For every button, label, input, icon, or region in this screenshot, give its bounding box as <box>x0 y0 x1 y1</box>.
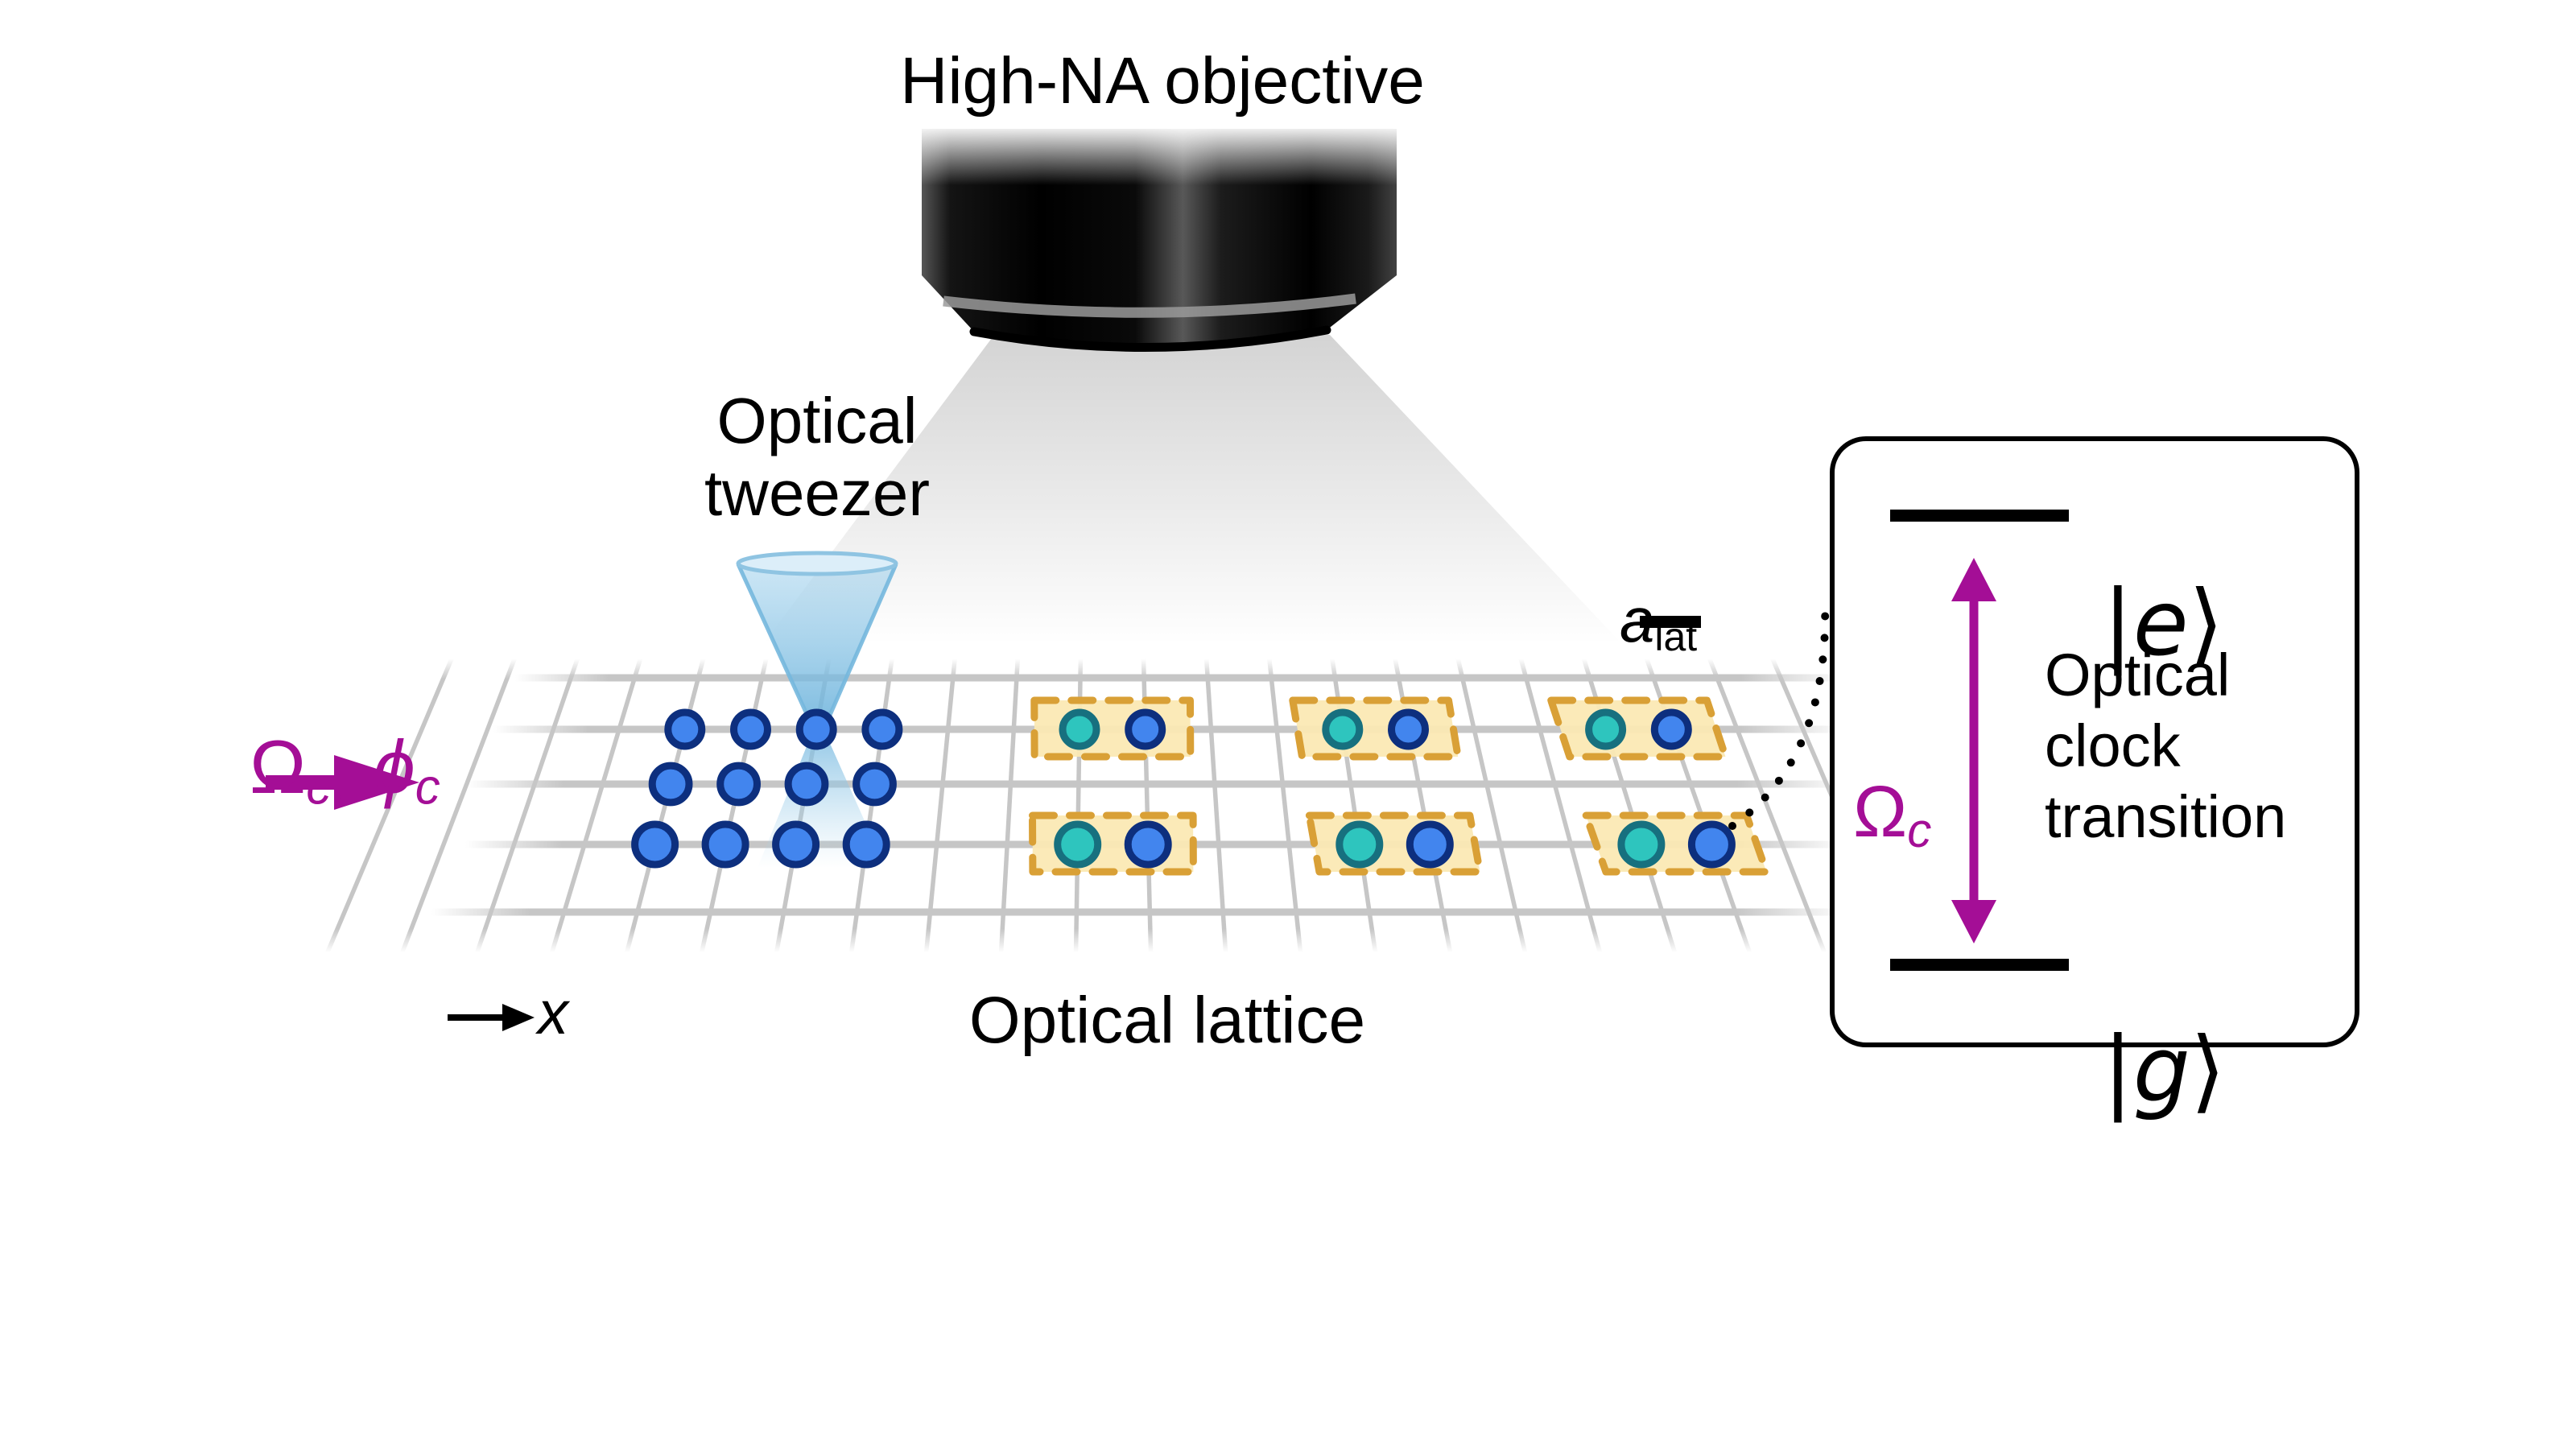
atom-blue <box>1687 820 1736 869</box>
lattice-line-vertical <box>400 658 517 953</box>
pair-box <box>1547 696 1729 761</box>
lattice-line-vertical <box>550 658 643 953</box>
lattice-line-vertical <box>998 658 1021 953</box>
level-diagram-panel <box>1830 436 2359 1047</box>
atom-blue <box>716 762 761 807</box>
pair-box <box>1305 811 1484 876</box>
lattice-line-vertical <box>1518 658 1603 953</box>
a-subscript: lat <box>1654 614 1698 660</box>
tweezer-upper-cone <box>738 564 896 726</box>
phi-symbol: ϕ <box>373 724 415 810</box>
ground-level-line <box>1890 959 2069 971</box>
lattice-constant-label: alat <box>1620 515 1698 660</box>
phi-subscript: c <box>415 759 440 815</box>
tweezer-label: Optical tweezer <box>704 385 931 529</box>
omega-subscript: c <box>1907 803 1932 857</box>
atom-blue <box>1388 708 1429 750</box>
excited-state-ket: |e⟩ <box>2103 473 2223 675</box>
ket-bar: | <box>2103 1018 2133 1124</box>
ket-letter-e: e <box>2132 572 2189 677</box>
atom-blue <box>730 708 771 750</box>
a-symbol: a <box>1620 584 1655 656</box>
rabi-frequency-label: Ωc <box>1853 691 1931 857</box>
lattice-spacing-bar <box>1640 616 1701 628</box>
lattice-line-vertical <box>325 657 454 954</box>
atom-blue <box>1124 820 1172 869</box>
excited-level-line <box>1890 510 2069 522</box>
atom-teal <box>1054 820 1102 869</box>
atom-blue <box>861 708 903 750</box>
atom-teal <box>1617 820 1666 869</box>
ket-letter-g: g <box>2132 1018 2190 1124</box>
ket-bracket: ⟩ <box>2188 572 2224 677</box>
comma: , <box>331 724 374 810</box>
atom-blue <box>648 762 693 807</box>
atom-blue <box>1406 820 1454 869</box>
omega-subscript: c <box>306 759 332 815</box>
lattice-line-vertical <box>923 658 957 953</box>
lattice-line-vertical <box>1203 658 1228 953</box>
tweezer-cone-edges <box>736 563 898 728</box>
objective-light-cone <box>763 335 1622 644</box>
clock-drive-arrow <box>266 755 419 810</box>
omega-symbol: Ω <box>1853 771 1908 852</box>
atom-teal <box>1335 820 1384 869</box>
atom-teal <box>1059 708 1100 750</box>
objective-body <box>918 125 1401 352</box>
atom-blue <box>1650 708 1692 750</box>
atom-blue <box>784 762 829 807</box>
ket-bar: | <box>2103 572 2133 677</box>
lattice-line-vertical <box>1267 658 1303 953</box>
lattice-line-vertical <box>1707 657 1827 954</box>
lattice-line-vertical <box>475 658 580 953</box>
omega-symbol: Ω <box>250 724 307 810</box>
atom-teal <box>1585 708 1627 750</box>
pair-to-panel-connector <box>1728 600 1830 830</box>
x-axis-label: x <box>538 979 568 1047</box>
ket-bracket: ⟩ <box>2190 1018 2226 1124</box>
atom-blue <box>1125 708 1166 750</box>
pair-box <box>1030 696 1195 761</box>
ground-state-ket: |g⟩ <box>2103 920 2226 1122</box>
atom-blue <box>842 820 890 869</box>
pair-box <box>1289 696 1462 761</box>
x-axis-arrow <box>448 1004 535 1031</box>
atom-blue <box>772 820 820 869</box>
pair-box <box>1582 811 1770 876</box>
objective-label: High-NA objective <box>900 44 1425 118</box>
lattice-label: Optical lattice <box>968 984 1366 1057</box>
objective-rim-highlight <box>943 293 1356 318</box>
atom-teal <box>1322 708 1364 750</box>
clock-transition-label: Optical clock transition <box>2045 642 2287 851</box>
atom-blue <box>631 820 679 869</box>
atom-blue <box>664 708 706 750</box>
drive-label: Ωc, ϕc <box>250 640 440 815</box>
lattice-line-vertical <box>1455 658 1528 953</box>
objective-bottom-edge <box>969 325 1331 352</box>
atom-blue <box>701 820 749 869</box>
clock-transition-arrow <box>1951 558 1996 943</box>
tweezer-aperture <box>736 551 898 576</box>
atom-blue <box>795 708 837 750</box>
atom-blue <box>852 762 897 807</box>
atoms-layer <box>631 708 1736 869</box>
